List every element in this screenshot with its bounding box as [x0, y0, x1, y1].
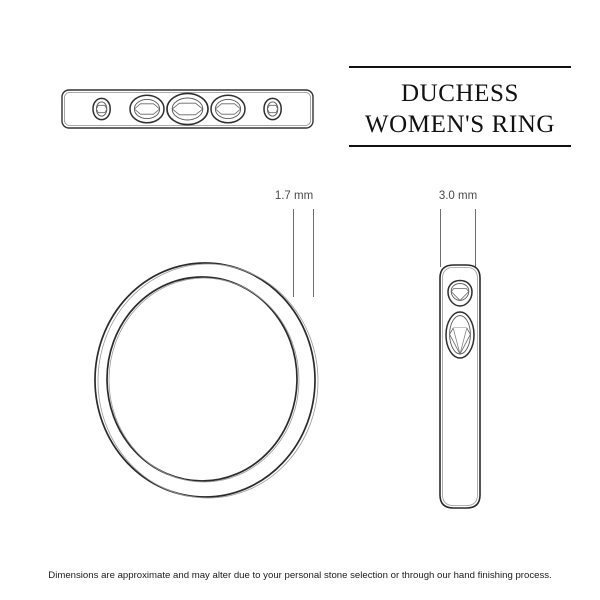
ring-outer-circle — [94, 262, 316, 498]
profile-band-outline — [439, 264, 481, 509]
front-ring-drawing — [94, 262, 319, 499]
flattened-band-drawing — [61, 89, 314, 129]
profile-stone-1 — [447, 279, 473, 307]
band-inner-edge — [63, 91, 311, 127]
extension-line-band-width-right — [313, 209, 314, 297]
ring-inner-circle — [106, 276, 298, 482]
stone-5 — [263, 97, 282, 121]
title-rule-top — [349, 66, 571, 68]
page-title: DUCHESS WOMEN'S RING — [364, 80, 556, 138]
front-ring-view — [92, 252, 328, 506]
stone-2 — [129, 94, 165, 124]
stone-1 — [92, 97, 111, 121]
side-profile-drawing — [439, 264, 481, 509]
band-outline — [61, 89, 314, 129]
profile-stone-2 — [445, 311, 475, 359]
footer-disclaimer: Dimensions are approximate and may alter… — [48, 570, 552, 581]
profile-band-inner-edge — [442, 267, 478, 506]
stone-4 — [210, 94, 246, 124]
extension-line-band-depth-left — [440, 209, 441, 267]
extension-line-band-width-left — [293, 209, 294, 297]
flattened-band-view — [55, 80, 320, 142]
ring-inner-offset-circle — [108, 277, 300, 483]
extension-line-band-depth-right — [475, 209, 476, 267]
title-block: DUCHESS WOMEN'S RING — [349, 66, 571, 148]
side-profile-view — [428, 248, 492, 516]
title-rule-bottom — [349, 145, 571, 147]
dimension-label-band-width: 1.7 mm — [274, 190, 314, 202]
stone-3 — [166, 92, 209, 126]
dimension-label-band-depth: 3.0 mm — [438, 190, 478, 202]
ring-outer-offset-circle — [97, 263, 319, 499]
